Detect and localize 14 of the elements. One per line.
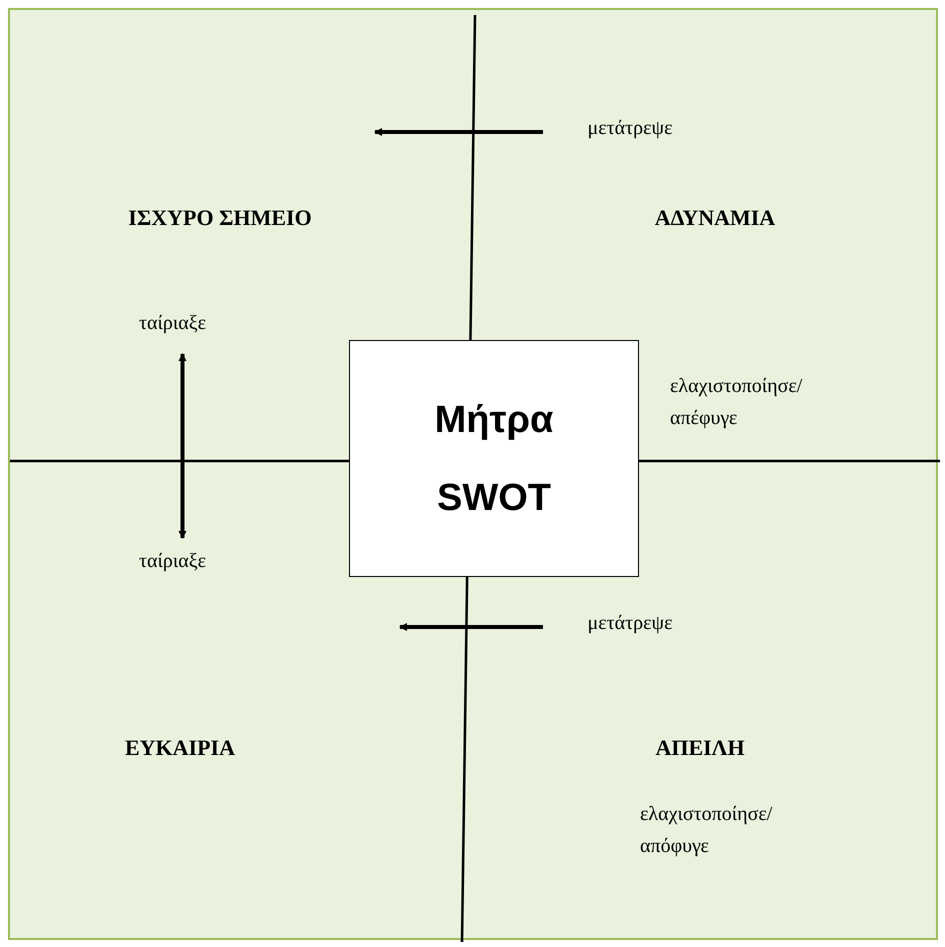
quadrant-heading: ΕΥΚΑΙΡΙΑ <box>90 735 270 761</box>
arrow <box>374 128 543 136</box>
strategy-note: ελαχιστοποίησε/ απόφυγε <box>640 802 774 859</box>
quadrant-heading: ΑΠΕΙΛΗ <box>625 735 775 761</box>
strategy-action-label: μετάτρεψε <box>555 117 705 140</box>
double-arrow <box>178 353 186 539</box>
quadrant-heading: ΙΣΧΥΡΟ ΣΗΜΕΙΟ <box>70 205 370 231</box>
matrix-title-box: Μήτρα SWOT <box>349 340 639 577</box>
arrow <box>399 623 543 631</box>
strategy-note: ελαχιστοποίησε/ απέφυγε <box>670 374 804 431</box>
strategy-action-label: ταίριαξε <box>115 312 230 335</box>
strategy-action-label: μετάτρεψε <box>555 612 705 635</box>
strategy-action-label: ταίριαξε <box>115 550 230 573</box>
quadrant-heading: ΑΔΥΝΑΜΙΑ <box>595 205 835 231</box>
